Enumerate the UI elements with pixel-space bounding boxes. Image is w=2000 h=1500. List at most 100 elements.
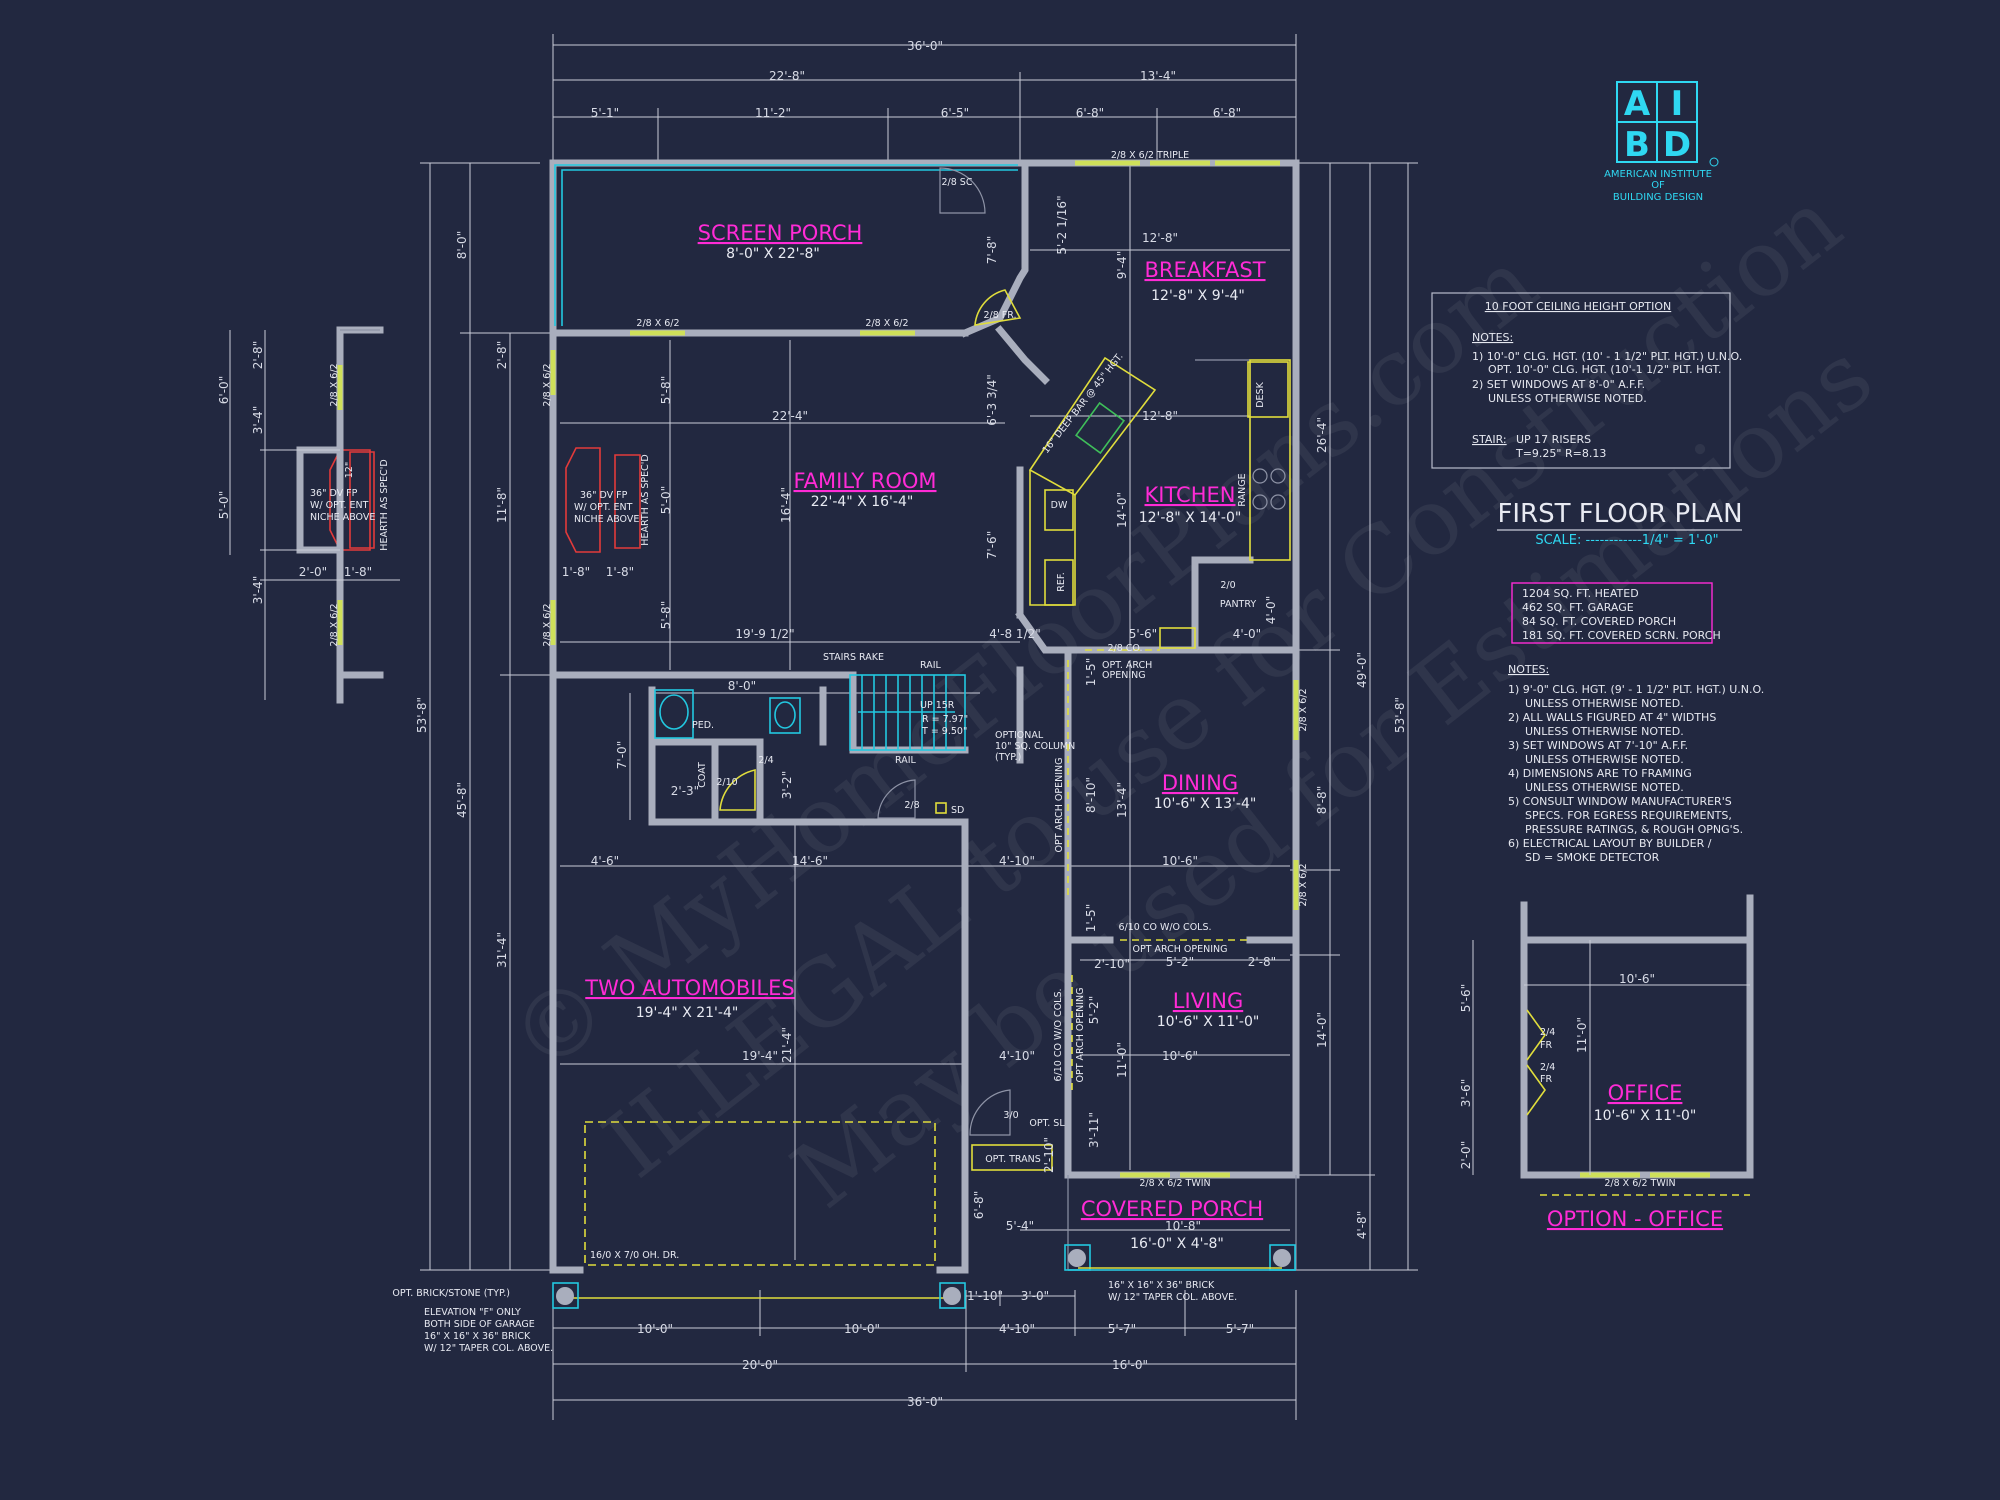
area-summary-box xyxy=(1511,582,1713,644)
logo-letter-a: A xyxy=(1624,84,1651,124)
area-heated: 1204 SQ. FT. HEATED xyxy=(1522,587,1639,600)
label-offr1: FR xyxy=(1540,1040,1552,1051)
label-offr2: FR xyxy=(1540,1074,1552,1085)
label-fpa2: W/ OPT. ENT xyxy=(310,500,369,511)
label-d210: 2/10 xyxy=(716,777,737,788)
note-line-12: 6) ELECTRICAL LAYOUT BY BUILDER / xyxy=(1508,837,1712,850)
dim-left-d: 11'-8" xyxy=(495,487,509,523)
dim-b6: 1'-10" xyxy=(967,1289,1003,1303)
room-dining-size: 10'-6" X 13'-4" xyxy=(1154,796,1257,812)
fireplaces xyxy=(329,447,641,553)
dim-left-b: 45'-8" xyxy=(455,782,469,818)
dim-dn2: 13'-4" xyxy=(1115,782,1129,818)
dim-fp9: 1'-8" xyxy=(606,565,634,579)
label-win-fr1: 2/8 X 6/2 xyxy=(542,363,553,406)
label-co: 2/8 CO. xyxy=(1107,643,1142,654)
dim-t2: 11'-2" xyxy=(755,106,791,120)
label-fpa1: 36" DV FP xyxy=(310,488,358,499)
dim-dn4: 1'-5" xyxy=(1084,658,1098,686)
dim-fp2: 6'-0" xyxy=(217,376,231,404)
dimension-lines xyxy=(420,34,1418,1420)
logo-letter-i: I xyxy=(1671,84,1684,124)
dim-t3: 6'-5" xyxy=(941,106,969,120)
dim-overall-bot: 36'-0" xyxy=(907,1395,943,1409)
dim-fr-b: 5'-0" xyxy=(659,486,673,514)
dim-fp8: 1'-8" xyxy=(562,565,590,579)
room-family-size: 22'-4" X 16'-4" xyxy=(811,494,914,510)
dim-b3: 4'-10" xyxy=(999,1322,1035,1336)
logo-text: A I B D AMERICAN INSTITUTE OF BUILDING D… xyxy=(1604,84,1712,203)
dim-d6: 5'-6" xyxy=(1129,627,1157,641)
general-notes: NOTES: 1) 9'-0" CLG. HGT. (9' - 1 1/2" P… xyxy=(1508,663,1764,864)
plan-title: FIRST FLOOR PLAN xyxy=(1497,499,1742,529)
dim-right-a: 49'-0" xyxy=(1355,652,1369,688)
note-line-7: 4) DIMENSIONS ARE TO FRAMING xyxy=(1508,767,1692,780)
dim-fp3: 3'-4" xyxy=(251,406,265,434)
dim-bk-h: 9'-4" xyxy=(1115,251,1129,279)
dim-fp6: 2'-0" xyxy=(299,565,327,579)
label-win-office-twin: 2/8 X 6/2 TWIN xyxy=(1604,1178,1675,1189)
dim-hall-b: 7'-0" xyxy=(615,741,629,769)
ceiling-note-1b: OPT. 10'-0" CLG. HGT. (10'-1 1/2" PLT. H… xyxy=(1488,363,1721,376)
dim-fp7: 1'-8" xyxy=(344,565,372,579)
area-summary: 1204 SQ. FT. HEATED 462 SQ. FT. GARAGE 8… xyxy=(1522,587,1721,642)
arch-openings xyxy=(1067,649,1250,1090)
label-fpw2: 2/8 X 6/2 xyxy=(329,603,340,646)
notes-head: NOTES: xyxy=(1508,663,1549,676)
dim-left-c: 2'-8" xyxy=(495,341,509,369)
dim-b2: 10'-0" xyxy=(844,1322,880,1336)
logo-line-1: AMERICAN INSTITUTE xyxy=(1604,169,1712,180)
dimension-text: 36'-0" 22'-8" 13'-4" 5'-1" 11'-2" 6'-5" … xyxy=(217,39,1655,1409)
note-line-10: SPECS. FOR EGRESS REQUIREMENTS, xyxy=(1525,809,1732,822)
note-line-6: UNLESS OTHERWISE NOTED. xyxy=(1525,753,1684,766)
label-range: RANGE xyxy=(1237,473,1248,506)
label-fpa3: NICHE ABOVE xyxy=(310,512,375,523)
label-sl: OPT. SL xyxy=(1029,1118,1065,1129)
dim-left-overall: 53'-8" xyxy=(415,697,429,733)
dim-t1: 5'-1" xyxy=(591,106,619,120)
label-win-sp1: 2/8 X 6/2 xyxy=(636,318,679,329)
room-dining: DINING xyxy=(1162,771,1238,795)
dim-d2: 7'-8" xyxy=(985,236,999,264)
label-elev2: BOTH SIDE OF GARAGE xyxy=(424,1319,535,1330)
ceiling-note-2a: 2) SET WINDOWS AT 8'-0" A.F.F. xyxy=(1472,378,1645,391)
room-screen-porch: SCREEN PORCH xyxy=(698,221,863,245)
dim-d3: 6'-3 3/4" xyxy=(985,374,999,426)
room-breakfast: BREAKFAST xyxy=(1144,258,1265,282)
dim-right-overall: 53'-8" xyxy=(1393,697,1407,733)
dim-g5: 21'-4" xyxy=(780,1027,794,1063)
ceiling-stair-a: UP 17 RISERS xyxy=(1516,433,1591,446)
label-col3: (TYP.) xyxy=(995,752,1021,763)
dim-fr-a: 5'-8" xyxy=(659,376,673,404)
ceiling-note-2b: UNLESS OTHERWISE NOTED. xyxy=(1488,392,1647,405)
label-fpb3: NICHE ABOVE xyxy=(574,514,639,525)
label-ohdr: 16/0 X 7/0 OH. DR. xyxy=(590,1250,679,1261)
label-win-twin: 2/8 X 6/2 TWIN xyxy=(1139,1178,1210,1189)
label-arch-h: OPT ARCH OPENING xyxy=(1132,944,1227,955)
dim-right-e: 4'-8" xyxy=(1355,1211,1369,1239)
dim-g4: 19'-4" xyxy=(742,1049,778,1063)
dim-b5: 5'-7" xyxy=(1226,1322,1254,1336)
area-screen-porch: 181 SQ. FT. COVERED SCRN. PORCH xyxy=(1522,629,1721,642)
label-tt: T = 9.50" xyxy=(921,726,967,737)
dim-lv1: 5'-2" xyxy=(1166,955,1194,969)
dim-of1: 10'-6" xyxy=(1619,972,1655,986)
room-covered-porch-size: 16'-0" X 4'-8" xyxy=(1130,1236,1224,1252)
label-col2: 10" SQ. COLUMN xyxy=(995,741,1075,752)
label-rail2: RAIL xyxy=(895,755,917,766)
label-elev3: 16" X 16" X 36" BRICK xyxy=(424,1331,531,1342)
label-ref: REF. xyxy=(1056,572,1067,592)
label-cols-h: 6/10 CO W/O COLS. xyxy=(1118,922,1211,933)
label-rt: R = 7.97" xyxy=(922,714,968,725)
dim-cp1: 10'-8" xyxy=(1165,1219,1201,1233)
dim-d7: 4'-0" xyxy=(1233,627,1261,641)
stairs xyxy=(654,674,966,751)
label-sc: 2/8 SC xyxy=(942,177,973,188)
note-line-13: SD = SMOKE DETECTOR xyxy=(1525,851,1660,864)
dim-lv3: 2'-10" xyxy=(1094,957,1130,971)
dim-bk-w: 12'-8" xyxy=(1142,231,1178,245)
label-of24a: 2/4 xyxy=(1540,1027,1555,1038)
dim-overall-top: 36'-0" xyxy=(907,39,943,53)
label-d30: 3/0 xyxy=(1003,1110,1018,1121)
